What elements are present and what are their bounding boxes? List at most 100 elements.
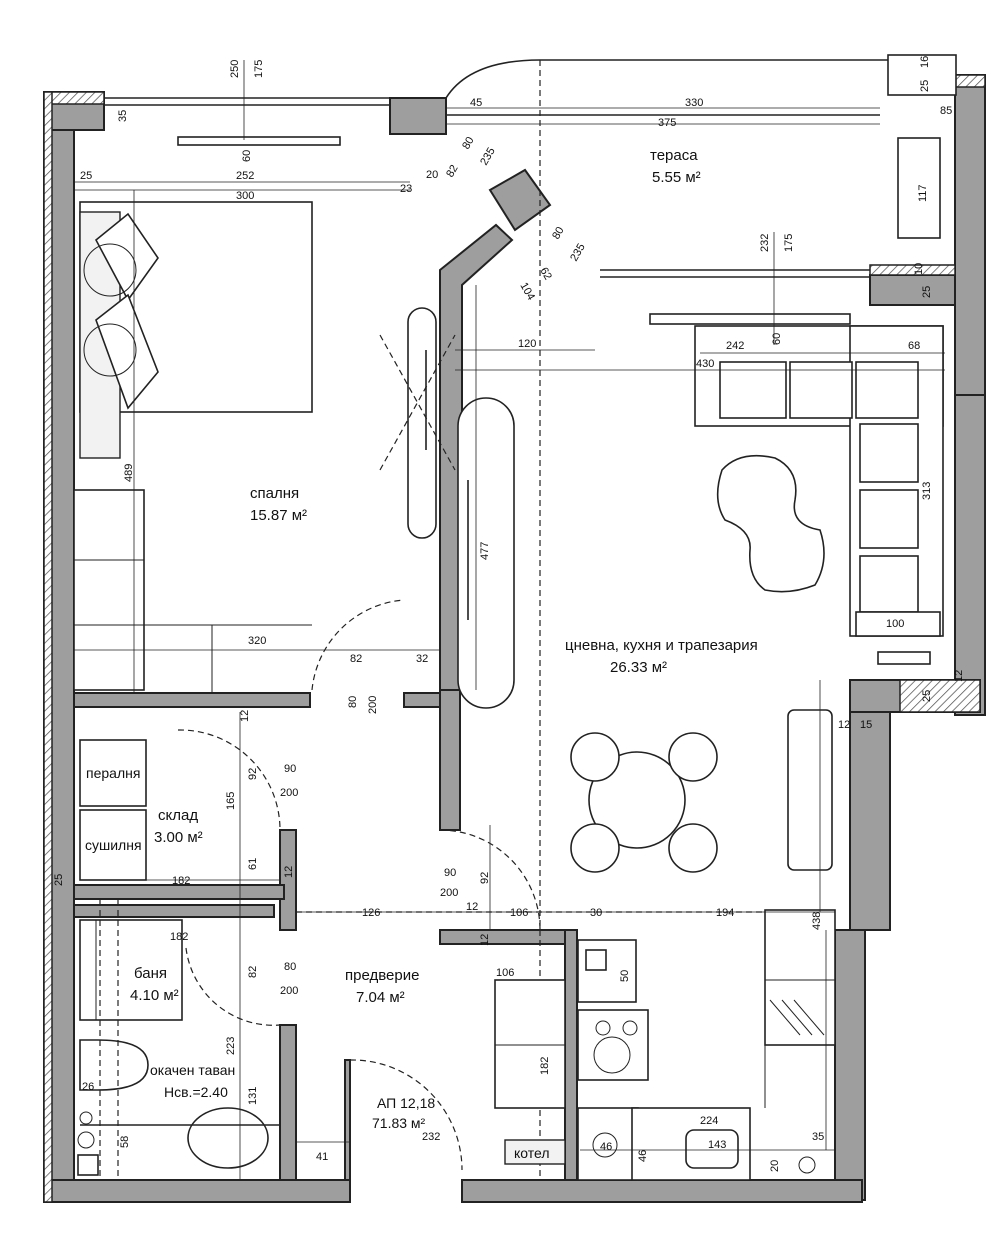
dim-bed-32: 32 <box>416 653 428 665</box>
terrace-area: 5.55 м² <box>652 169 701 186</box>
bath-name: баня <box>134 965 167 982</box>
dim-h-182: 182 <box>539 1057 551 1075</box>
bathroom: баня 4.10 м² окачен таван Нсв.=2.40 <box>77 900 281 1180</box>
dim-lv-68: 68 <box>908 340 920 352</box>
dim-k-50: 50 <box>619 970 631 982</box>
dim-k-224: 224 <box>700 1115 718 1127</box>
dim-h-106: 106 <box>496 967 514 979</box>
laundry-label: пералня <box>86 765 140 781</box>
dim-k-46a: 46 <box>600 1141 612 1153</box>
dryer-label: сушилня <box>85 837 142 853</box>
dim-bed-23: 23 <box>400 183 412 195</box>
dim-door-200b: 200 <box>280 787 298 799</box>
boiler-label: котел <box>514 1145 550 1161</box>
dim-hall-12: 12 <box>466 901 478 913</box>
dim-st-165: 165 <box>225 792 237 810</box>
dim-k-46b: 46 <box>637 1150 649 1162</box>
dim-k-20: 20 <box>769 1160 781 1172</box>
hall-area: 7.04 м² <box>356 989 405 1006</box>
dim-top-60: 60 <box>241 150 253 162</box>
dim-b-131: 131 <box>247 1087 259 1105</box>
dim-w-20: 20 <box>426 169 438 181</box>
dim-b-182: 182 <box>170 931 188 943</box>
dim-bed-320: 320 <box>248 635 266 647</box>
dim-door-80a: 80 <box>347 696 359 708</box>
dim-b-26: 26 <box>82 1081 94 1093</box>
dim-top-250: 250 <box>229 60 241 78</box>
dim-st-12b: 12 <box>283 866 295 878</box>
dim-lv-15: 15 <box>860 719 872 731</box>
dim-door-200c: 200 <box>440 887 458 899</box>
dim-lv-12a: 12 <box>953 670 965 682</box>
dim-ter-25a: 25 <box>919 80 931 92</box>
dim-st-182: 182 <box>172 875 190 887</box>
dim-bed-489: 489 <box>123 464 135 482</box>
storage-area: 3.00 м² <box>154 829 203 846</box>
dim-ter-117: 117 <box>917 184 929 202</box>
dim-top-175: 175 <box>253 60 265 78</box>
dimension-lines <box>74 60 945 1180</box>
bedroom-area: 15.87 м² <box>250 507 307 524</box>
terrace-name: тераса <box>650 147 698 164</box>
dim-bed-25: 25 <box>80 170 92 182</box>
dim-bed-82: 82 <box>350 653 362 665</box>
dim-w-235b: 235 <box>568 242 588 264</box>
dim-door-90a: 90 <box>284 763 296 775</box>
living-name: цневна, кухня и трапезария <box>565 637 758 654</box>
dim-door-80b: 80 <box>284 961 296 973</box>
dim-st-61: 61 <box>247 858 259 870</box>
outer-walls <box>43 54 986 1203</box>
dim-hall-30: 30 <box>590 907 602 919</box>
dim-ter-45: 45 <box>470 97 482 109</box>
dim-b-223: 223 <box>225 1037 237 1055</box>
dim-top-35: 35 <box>117 110 129 122</box>
dim-lv-60: 60 <box>771 333 783 345</box>
dim-lv-25b: 25 <box>921 690 933 702</box>
dim-h-12: 12 <box>479 934 491 946</box>
dim-hall-126: 126 <box>362 907 380 919</box>
bedroom-name: спалня <box>250 485 299 502</box>
dim-w-80a: 80 <box>460 135 477 152</box>
dim-lv-430: 430 <box>696 358 714 370</box>
hall-name: предверие <box>345 967 419 984</box>
dim-bed-477: 477 <box>479 542 491 560</box>
living-room: цневна, кухня и трапезария 26.33 м² <box>565 325 944 873</box>
dim-lv-242: 242 <box>726 340 744 352</box>
dim-st-25: 25 <box>53 874 65 886</box>
dim-b-58: 58 <box>119 1136 131 1148</box>
dimension-labels: 250 175 35 60 25 252 300 23 80 235 20 82… <box>53 56 965 1172</box>
dim-bed-252: 252 <box>236 170 254 182</box>
dim-w-235a: 235 <box>478 146 498 168</box>
dim-w-80b: 80 <box>550 225 567 242</box>
dim-lv-12b: 12 <box>838 719 850 731</box>
windows <box>104 97 931 665</box>
dim-w-62: 62 <box>537 266 554 283</box>
kitchen <box>577 909 836 1181</box>
dim-door-200d: 200 <box>280 985 298 997</box>
ceiling-height: Нсв.=2.40 <box>164 1084 228 1100</box>
bedroom: спалня 15.87 м² <box>73 201 515 709</box>
storage: пералня сушилня склад 3.00 м² <box>79 729 281 881</box>
dim-lv-100: 100 <box>886 618 904 630</box>
dim-ter-375: 375 <box>658 117 676 129</box>
dim-lv-232: 232 <box>759 234 771 252</box>
dim-hall-106a: 106 <box>510 907 528 919</box>
dim-w-104: 104 <box>517 281 537 303</box>
dim-lv-438: 438 <box>811 912 823 930</box>
bath-area: 4.10 м² <box>130 987 179 1004</box>
dim-ter-330: 330 <box>685 97 703 109</box>
dim-k-35: 35 <box>812 1131 824 1143</box>
apartment-area: 71.83 м² <box>372 1115 426 1131</box>
storage-name: склад <box>158 807 198 824</box>
dim-lv-25: 25 <box>921 286 933 298</box>
living-area: 26.33 м² <box>610 659 667 676</box>
dim-lv-175: 175 <box>783 234 795 252</box>
ceiling-label: окачен таван <box>150 1062 235 1078</box>
apartment-area-suffix: 232 <box>422 1131 440 1143</box>
dim-st-12: 12 <box>239 710 251 722</box>
dim-ter-16: 16 <box>919 56 931 68</box>
dim-b-82: 82 <box>247 966 259 978</box>
dim-bed-300: 300 <box>236 190 254 202</box>
dim-lv-120: 120 <box>518 338 536 350</box>
